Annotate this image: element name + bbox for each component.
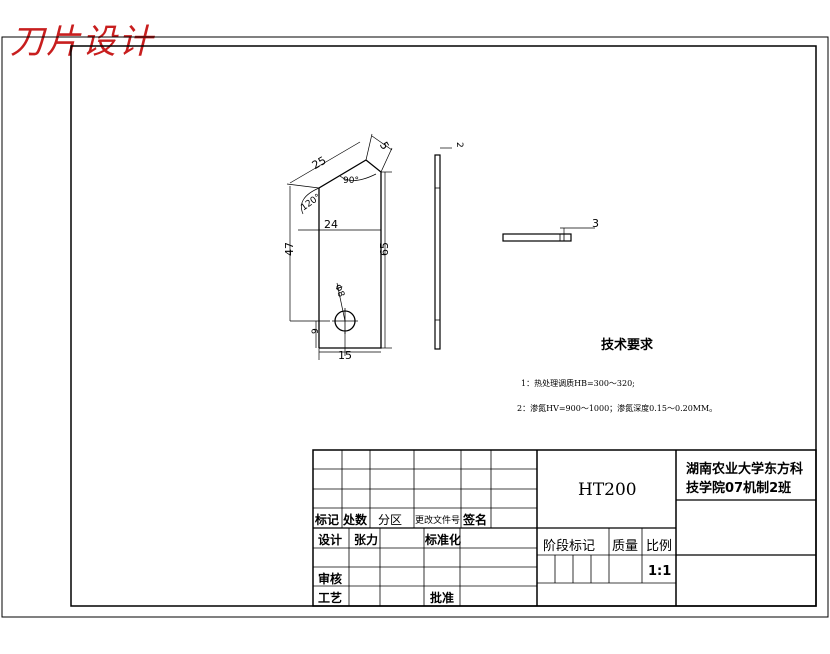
dim-8-text: Φ8 — [332, 283, 346, 299]
dim-24-text: 24 — [324, 218, 338, 231]
dim-120-arc — [301, 187, 320, 215]
scale-value: 1:1 — [648, 564, 672, 579]
outer-border — [1, 36, 829, 618]
tech-line-2: 2：渗氮HV=900～1000；渗氮深度0.15～0.20MM。 — [517, 403, 717, 413]
dim-8-leader — [336, 282, 346, 322]
company-line-2: 技学院07机制2班 — [686, 481, 792, 496]
dim-90-text: 90° — [343, 176, 359, 186]
dim-15-text: 15 — [338, 349, 352, 362]
dim-5-ext1 — [365, 133, 373, 161]
dim-9-text: 9 — [311, 328, 321, 334]
header-sign: 签名 — [463, 513, 488, 527]
scale-label: 比例 — [646, 539, 673, 554]
side-view — [434, 147, 452, 350]
standard-label: 标准化 — [425, 533, 462, 547]
side-strip — [434, 154, 441, 350]
craft-label: 工艺 — [318, 591, 343, 605]
dim-90-arc — [339, 173, 377, 181]
front-view-dims — [286, 133, 393, 360]
header-zone: 分区 — [378, 513, 403, 527]
top-view — [502, 227, 595, 242]
designer-name: 张力 — [354, 533, 379, 547]
approve-label: 批准 — [430, 591, 455, 605]
dim-5-ext2 — [380, 147, 393, 173]
watermark-title: 刀片设计 — [10, 22, 154, 62]
tech-title: 技术要求 — [601, 337, 654, 353]
company-line-1: 湖南农业大学东方科 — [686, 462, 804, 477]
front-view — [318, 159, 382, 349]
mass-label: 质量 — [612, 539, 639, 554]
tech-line-1: 1：热处理调质HB=300～320; — [521, 378, 635, 388]
stage-label: 阶段标记 — [543, 539, 596, 554]
material-label: HT200 — [578, 480, 637, 500]
design-label: 设计 — [318, 533, 343, 547]
dim-5-line — [371, 135, 393, 151]
header-mark: 标记 — [315, 513, 340, 527]
top-bar — [502, 233, 572, 242]
title-block — [312, 449, 817, 607]
part-outline — [318, 159, 382, 349]
dim-25-ext1 — [286, 183, 320, 189]
dim-25-text: 25 — [310, 154, 329, 172]
header-doc: 更改文件号 — [415, 516, 461, 526]
dim-47-text: 47 — [283, 242, 296, 256]
review-label: 审核 — [318, 572, 343, 586]
dim-2-text: 2 — [454, 142, 464, 148]
dim-25-line — [289, 141, 361, 184]
dim-3-text: 3 — [592, 217, 599, 230]
dim-65-text: 65 — [378, 242, 391, 256]
header-count: 处数 — [343, 513, 368, 527]
